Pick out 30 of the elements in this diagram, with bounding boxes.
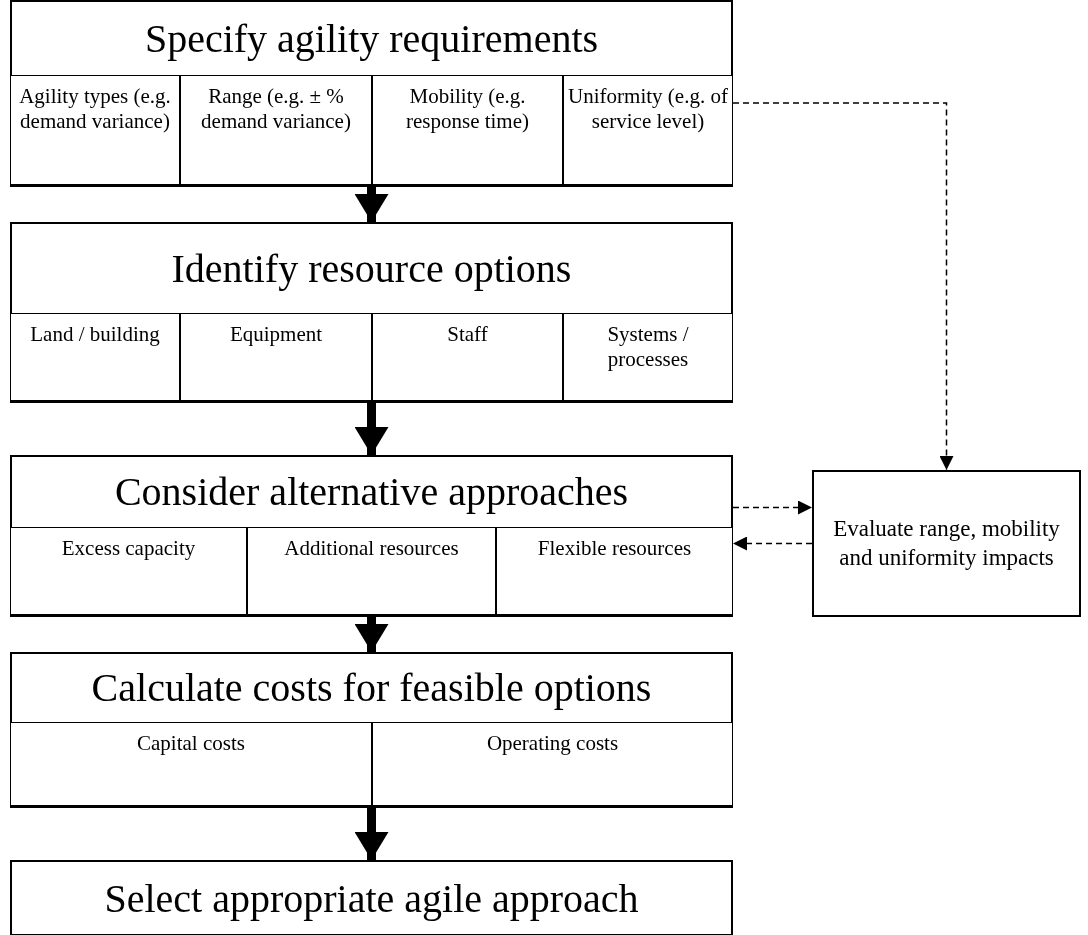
option-cell: Operating costs — [372, 722, 733, 806]
option-cell: Mobility (e.g. response time) — [372, 75, 563, 185]
dashed-arrow — [732, 536, 813, 551]
option-cell: Uniformity (e.g. of service level) — [563, 75, 733, 185]
arrow — [354, 403, 389, 455]
option-cell: Excess capacity — [10, 527, 247, 615]
option-cell: Agility types (e.g. demand variance) — [10, 75, 180, 185]
step-box — [10, 455, 733, 617]
arrow — [354, 187, 389, 222]
option-cell: Range (e.g. ± % demand variance) — [180, 75, 372, 185]
option-cell: Staff — [372, 313, 563, 401]
step-heading: Consider alternative approaches — [113, 468, 630, 516]
step-box — [10, 0, 733, 187]
option-cell: Systems / processes — [563, 313, 733, 401]
option-cell: Flexible resources — [496, 527, 733, 615]
arrow — [354, 808, 389, 860]
step-box — [10, 222, 733, 403]
step-box — [10, 652, 733, 808]
option-cell: Additional resources — [247, 527, 496, 615]
option-cell: Capital costs — [10, 722, 372, 806]
arrow — [354, 617, 389, 652]
process-box: Select appropriate agile approach — [10, 860, 733, 935]
step-heading: Specify agility requirements — [143, 15, 600, 63]
dashed-arrow — [732, 500, 813, 515]
option-cell: Land / building — [10, 313, 180, 401]
process-box: Evaluate range, mobility and uniformity impacts — [812, 470, 1081, 617]
dashed-arrow — [732, 102, 954, 471]
step-heading: Calculate costs for feasible options — [90, 664, 653, 712]
step-heading: Identify resource options — [170, 245, 573, 293]
option-cell: Equipment — [180, 313, 372, 401]
